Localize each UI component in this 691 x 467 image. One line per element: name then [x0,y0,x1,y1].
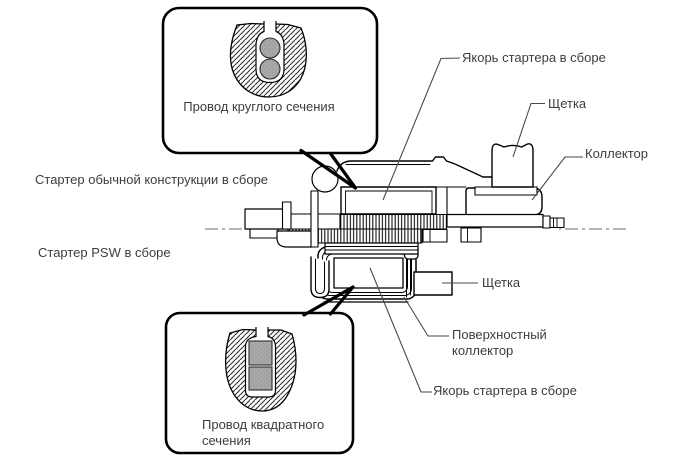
shaft-left-step [287,213,314,230]
psw-left-hook [310,256,330,299]
psw-detail-block-1 [422,228,448,243]
leader-armature-top [382,57,461,201]
callout-square-wire-box [164,285,355,455]
psw-coil-wrap [310,242,419,303]
armature-frame-inner [345,190,433,215]
label-callout-round-wire: Провод круглого сечения [183,99,335,114]
label-callout-square-wire: Провод квадратного сечения [202,417,325,448]
shaft-right-step [542,215,551,229]
label-brush-bottom: Щетка [482,275,521,290]
round-wire-upper [259,37,281,59]
housing-boss [311,165,339,193]
leader-lines [369,57,583,393]
armature-laminations [339,213,448,230]
leader-commutator [531,156,583,201]
brush-top-shape [491,143,534,188]
shaft-end-cap-lines [553,217,558,228]
callout-round-pointer [299,148,358,190]
housing-top-outline [336,156,493,178]
label-commutator: Коллектор [585,146,649,161]
psw-top-band [324,242,419,255]
psw-shaft-step [249,228,279,239]
round-wire-lower [259,58,281,80]
starter-cross-section-drawing [244,143,565,303]
callout-square-pointer [302,285,355,317]
shaft-mask [447,226,559,233]
housing-mid-lines [435,186,467,215]
label-starter-psw: Стартер PSW в сборе [38,245,171,260]
square-wire-slot-illustration [224,327,297,412]
round-wire-slot-illustration [229,21,307,98]
leader-brush-top [512,102,545,158]
bearing-bracket [310,190,319,248]
label-surface-commutator: Поверхностный коллектор [452,327,547,358]
square-wire-upper [248,340,273,366]
label-armature-bottom: Якорь стартера в сборе [433,383,577,398]
shaft-right [446,213,544,228]
leader-surface-commutator [403,296,449,337]
square-wire-lower [248,366,273,391]
label-starter-conventional: Стартер обычной конструкции в сборе [35,172,269,187]
callout-round-wire-box [161,6,379,190]
label-armature-top: Якорь стартера в сборе [462,50,606,65]
psw-detail-block-2 [460,227,482,243]
commutator-strip [474,186,538,196]
psw-shaft-block [276,230,313,248]
shaft-collar [281,201,292,230]
leader-armature-bottom [369,267,432,393]
label-brush-top: Щетка [548,96,587,111]
